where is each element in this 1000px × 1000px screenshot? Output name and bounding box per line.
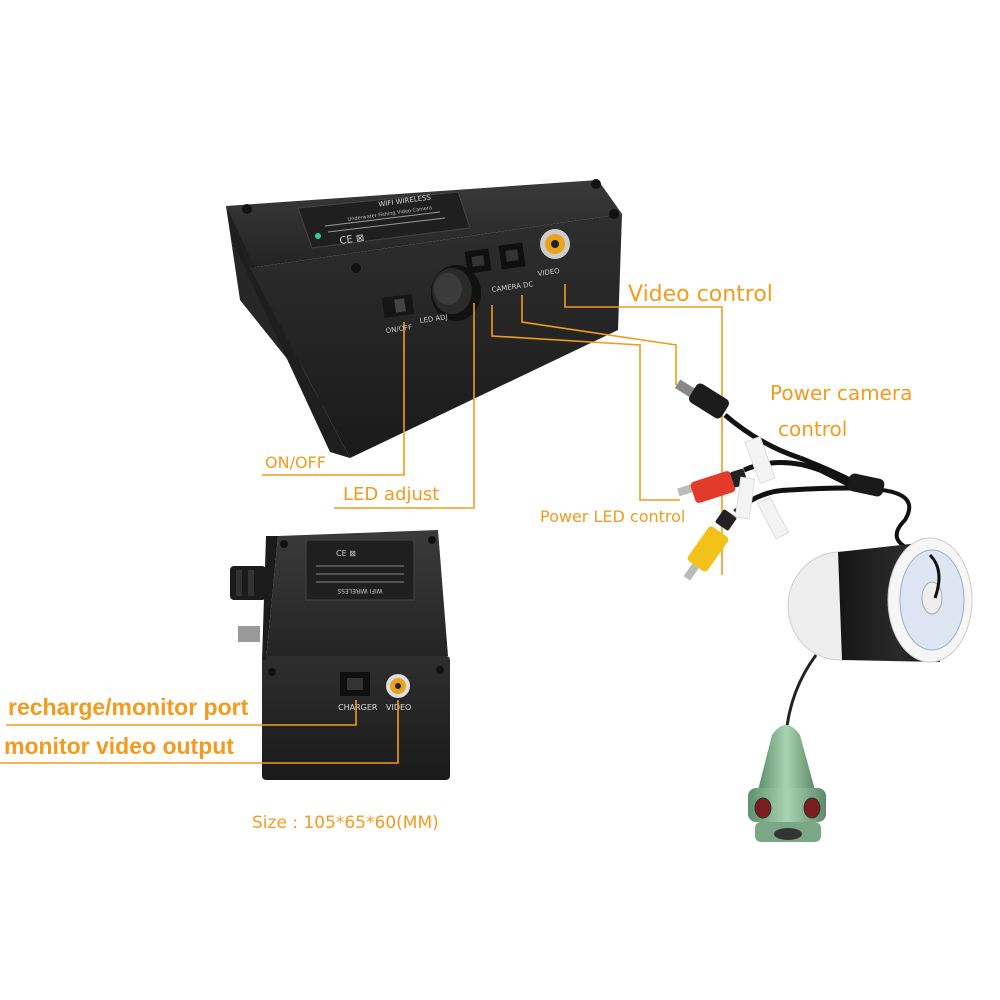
underwater-camera-head (748, 725, 826, 842)
label-monitor-video-output: monitor video output (4, 733, 234, 759)
label-video-control: Video control (628, 282, 773, 307)
led-adjust-knob[interactable]: LED ADJ (419, 265, 481, 325)
svg-text:CE ⊠: CE ⊠ (339, 233, 365, 247)
cable-reel (787, 537, 973, 663)
charger-port-label: CHARGER (338, 703, 378, 712)
label-led-adjust: LED adjust (343, 484, 440, 505)
video-port-label: VIDEO (537, 267, 561, 278)
label-power-camera-control-line2: control (778, 417, 848, 441)
monitor-video-port[interactable] (386, 674, 410, 698)
label-power-camera-control-line1: Power camera (770, 381, 913, 405)
label-size: Size : 105*65*60(MM) (252, 813, 439, 833)
receiver-box-front: WIFI WIRELESS CE ⊠ CHARGER VIDEO (230, 530, 450, 780)
annotation-leaders-bottom (0, 700, 399, 764)
bottom-spec-sticker: WIFI WIRELESS CE ⊠ (305, 539, 415, 601)
bottom-sticker-title: WIFI WIRELESS (337, 587, 382, 594)
switch-label: ON/OFF (385, 323, 413, 335)
annotation-leaders-top (262, 284, 723, 575)
label-on-off: ON/OFF (265, 453, 326, 472)
label-recharge-monitor-port: recharge/monitor port (8, 694, 249, 720)
label-power-led-control: Power LED control (540, 507, 686, 526)
top-spec-sticker: WIFI WIRELESS Underwater Fishing Video C… (297, 191, 471, 249)
camera-cable-assembly (674, 379, 973, 842)
video-rca-port[interactable]: VIDEO (537, 229, 570, 278)
knob-label: LED ADJ (419, 313, 448, 325)
charger-port[interactable] (340, 672, 370, 696)
svg-text:CE ⊠: CE ⊠ (336, 549, 356, 558)
on-off-switch[interactable]: ON/OFF (381, 294, 415, 335)
receiver-box-angled: WIFI WIRELESS Underwater Fishing Video C… (226, 179, 622, 458)
